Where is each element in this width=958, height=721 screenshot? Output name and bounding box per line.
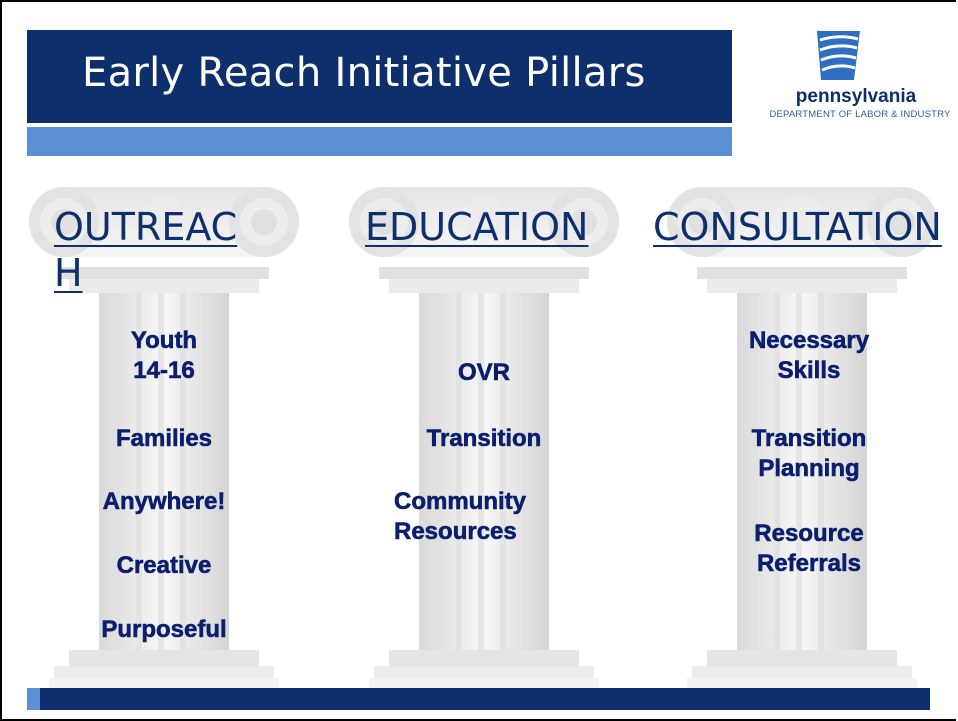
outreach-item: Anywhere! [102, 488, 226, 516]
logo-wordmark: pennsylvania [795, 86, 917, 107]
outreach-item: Creative [116, 552, 212, 580]
keystone-icon [817, 31, 860, 80]
outreach-item: Youth 14-16 [130, 327, 198, 385]
pillar-heading-outreach: OUTREACH [54, 205, 238, 295]
consultation-item: Necessary Skills [748, 327, 870, 385]
logo-subtitle: DEPARTMENT OF LABOR & INDUSTRY [769, 109, 951, 120]
footer-bar [40, 688, 930, 710]
footer-accent-bar [27, 688, 40, 710]
title-bar: Early Reach Initiative Pillars [27, 30, 732, 123]
outreach-item: Purposeful [101, 616, 227, 644]
education-item: Community Resources [394, 488, 527, 546]
consultation-item: Transition Planning [751, 425, 867, 483]
slide-title: Early Reach Initiative Pillars [82, 50, 646, 96]
education-item: Transition [426, 425, 542, 453]
pillar-heading-consultation: CONSULTATION [653, 205, 942, 249]
education-item: OVR [457, 359, 511, 387]
pillar-heading-education: EDUCATION [365, 205, 589, 249]
title-accent-bar [27, 127, 732, 156]
consultation-item: Resource Referrals [754, 520, 864, 578]
outreach-item: Families [115, 425, 213, 453]
